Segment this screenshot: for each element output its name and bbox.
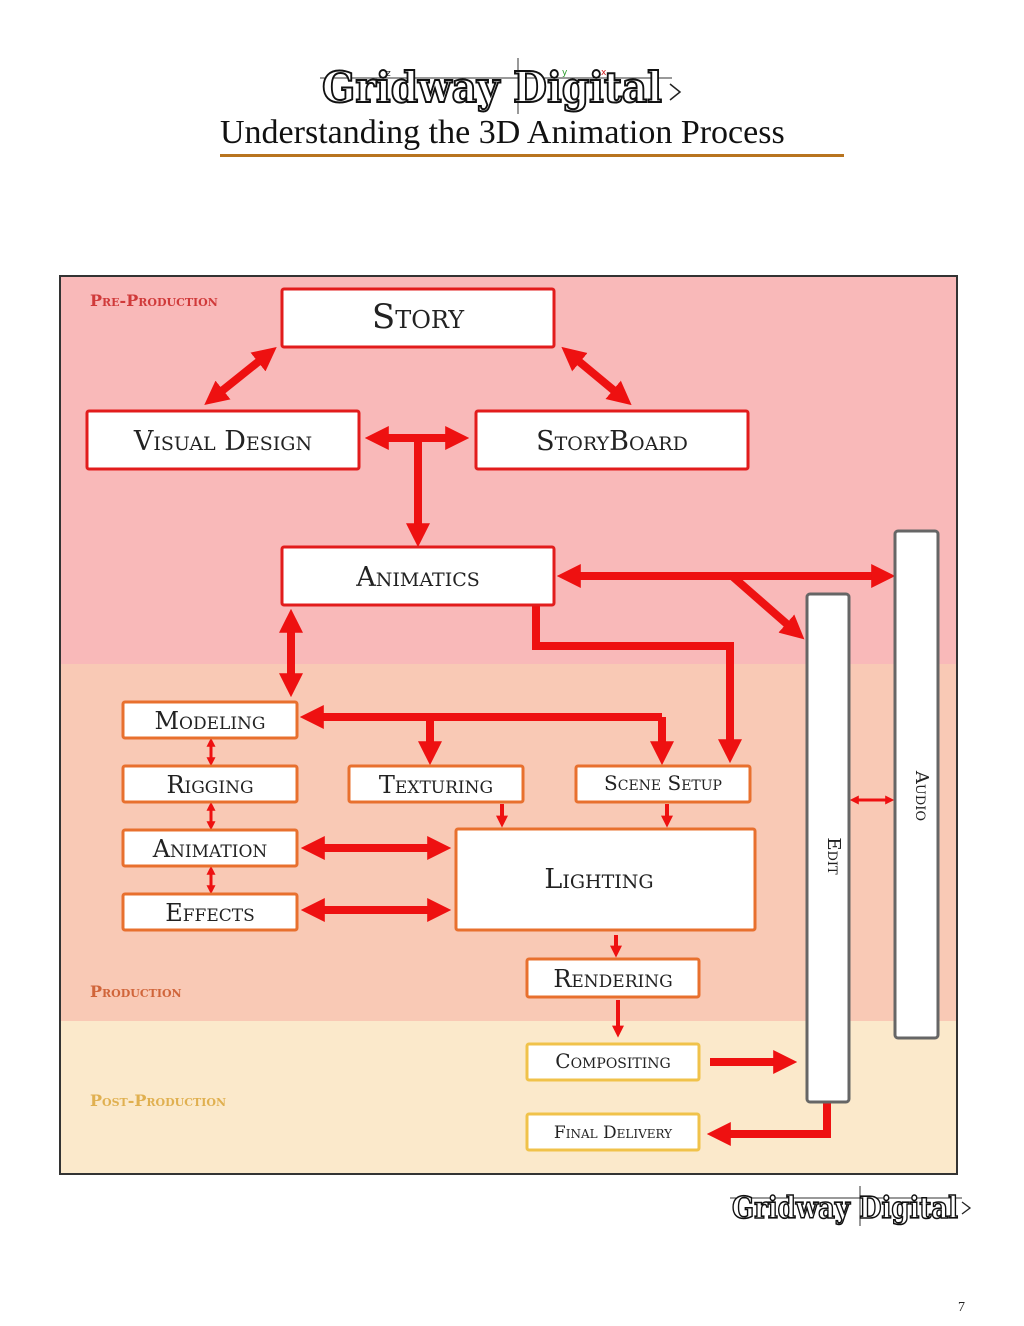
story-label: Story xyxy=(372,297,465,337)
edit-label: Edit xyxy=(823,837,844,875)
medium-arrows xyxy=(496,804,673,1038)
texturing-box xyxy=(347,764,525,804)
rigging-label: Rigging xyxy=(166,771,253,799)
arrow-to-edit xyxy=(729,572,805,640)
pre-production-label: Pre-Production xyxy=(90,291,218,310)
audio-label: Audio xyxy=(911,770,932,821)
texturing-label: Texturing xyxy=(379,771,493,799)
edit-bar xyxy=(805,592,851,1104)
animation-box xyxy=(121,828,299,868)
logo-axis-x: x xyxy=(601,68,607,78)
production-label: Production xyxy=(90,982,182,1001)
modeling-box xyxy=(121,700,299,740)
scene-setup-label: Scene Setup xyxy=(604,771,722,795)
rigging-box xyxy=(121,764,299,804)
animatics-label: Animatics xyxy=(355,562,480,593)
modeling-label: Modeling xyxy=(154,707,265,735)
effects-box xyxy=(121,892,299,932)
final-delivery-box xyxy=(525,1112,701,1152)
arrow-animatics-scene-setup xyxy=(532,604,742,764)
post-production-label: Post-Production xyxy=(90,1091,226,1110)
final-delivery-label: Final Delivery xyxy=(554,1123,673,1143)
animation-label: Animation xyxy=(152,835,268,863)
scene-setup-box xyxy=(574,764,752,804)
compositing-box xyxy=(525,1042,701,1082)
logo-axis-y: y xyxy=(562,68,568,78)
audio-bar xyxy=(893,529,940,1040)
rendering-label: Rendering xyxy=(553,965,672,993)
arrow-edit-final-delivery xyxy=(706,1102,831,1146)
page-title: Understanding the 3D Animation Process xyxy=(220,112,844,157)
storyboard-box xyxy=(474,409,750,471)
lighting-box xyxy=(454,827,757,932)
compositing-label: Compositing xyxy=(555,1049,670,1073)
rendering-box xyxy=(525,957,701,999)
story-box xyxy=(280,287,556,349)
animatics-box xyxy=(280,545,556,607)
gridway-digital-footer-logo: Gridway Digital xyxy=(730,1186,972,1227)
lighting-label: Lighting xyxy=(544,864,653,895)
flow-arrows xyxy=(204,346,896,1146)
page-number: 7 xyxy=(958,1300,965,1315)
footer-logo-wordmark: Gridway Digital xyxy=(732,1191,958,1226)
visual-design-label: Visual Design xyxy=(133,426,312,457)
logo-axis-z: z xyxy=(386,69,391,79)
arrow-story-visual-design xyxy=(204,347,277,405)
arrow-story-storyboard xyxy=(561,346,632,406)
storyboard-label: StoryBoard xyxy=(536,426,688,457)
gridway-digital-logo: z y x Gridway Digital xyxy=(320,58,682,114)
small-arrows xyxy=(206,737,895,895)
effects-label: Effects xyxy=(165,899,255,927)
visual-design-box xyxy=(85,409,361,471)
diagram-frame xyxy=(59,275,958,1175)
logo-wordmark: Gridway Digital xyxy=(322,63,662,112)
